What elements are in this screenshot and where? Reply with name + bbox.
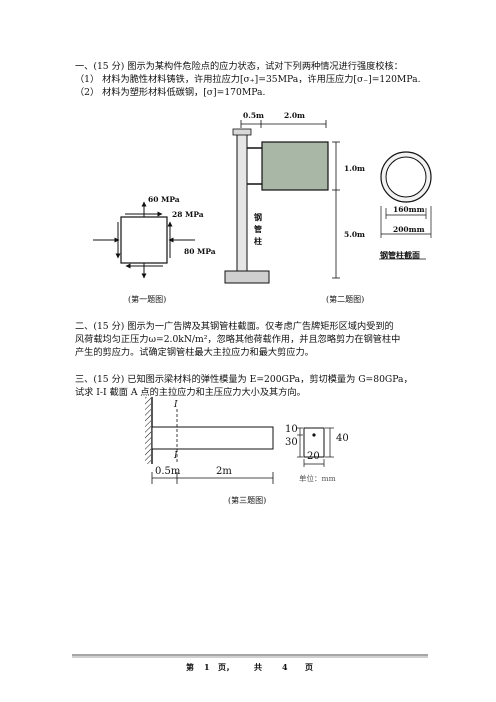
section-mark-bottom: I: [174, 451, 178, 461]
section-label: 钢管柱截面: [380, 250, 420, 260]
q2-line2: 风荷载均匀正压力ω=2.0kN/m²，忽略其他荷载作用，并且忽略剪力在钢管柱中: [75, 334, 401, 345]
fig3-caption: (第三题图): [228, 496, 267, 505]
stress-element-figure: [93, 201, 195, 279]
dim-05m: 0.5m: [243, 111, 264, 120]
q1-title: 一、(15 分) 图示为某构件危险点的应力状态，试对下列两种情况进行强度校核：: [75, 61, 403, 72]
steel-column: [236, 133, 248, 273]
section-dim-40: 40: [336, 433, 349, 444]
billboard-figure: [224, 120, 340, 284]
stress-28-label: 28 MPa: [172, 210, 204, 219]
stress-60-label: 60 MPa: [148, 195, 180, 204]
footer-ye: 页，: [218, 662, 234, 672]
footer-page-number: 1: [204, 662, 210, 672]
column-label-3: 柱: [254, 236, 262, 246]
section-dim-30: 30: [285, 437, 298, 448]
section-dim-20: 20: [307, 451, 320, 462]
dim-10m: 1.0m: [344, 164, 365, 173]
footer-ye2: 页: [305, 662, 313, 672]
q1-item1: （1） 材料为脆性材料铸铁，许用拉应力[σ₊]=35MPa，许用压应力[σ₋]=…: [75, 74, 421, 85]
q1-item2: （2） 材料为塑形材料低碳钢，[σ]=170MPa.: [75, 87, 266, 98]
q2-line1: 二、(15 分) 图示为一广告牌及其钢管柱截面。仅考虑广告牌矩形区域内受到的: [75, 321, 394, 332]
column-cap: [232, 128, 252, 136]
footer-gong: 共: [254, 662, 262, 672]
column-base: [224, 270, 270, 284]
billboard-sign: [261, 141, 329, 191]
q3-line2: 试求 I-I 截面 A 点的主拉应力和主压应力大小及其方向。: [75, 387, 306, 398]
column-label-2: 管: [254, 224, 262, 234]
column-label-1: 钢: [254, 212, 262, 222]
dim-20m: 2.0m: [284, 111, 305, 120]
q2-line3: 产生的剪应力。试确定钢管柱最大主拉应力和最大剪应力。: [75, 347, 314, 358]
cantilever-beam-figure: [145, 397, 334, 484]
outer-diameter-label: 200mm: [393, 225, 425, 234]
beam: [151, 426, 274, 450]
point-a: [312, 433, 316, 437]
pipe-section-figure: [379, 151, 432, 260]
footer-di: 第: [186, 662, 194, 672]
fig1-caption: (第一题图): [128, 295, 167, 304]
beam-section: [303, 427, 325, 458]
q3-line1: 三、(15 分) 已知图示梁材料的弹性模量为 E=200GPa，剪切模量为 G=…: [75, 374, 413, 385]
fixed-support: [145, 397, 151, 464]
beam-dim-05m: 0.5m: [155, 466, 181, 477]
beam-dim-2m: 2m: [216, 466, 232, 477]
section-dim-10: 10: [285, 424, 298, 435]
section-mark-top: I: [174, 400, 178, 410]
stress-element-square: [120, 216, 168, 264]
unit-label: 单位：mm: [299, 474, 336, 483]
dim-50m: 5.0m: [344, 230, 365, 239]
footer-total-pages: 4: [282, 662, 288, 672]
fig2-caption: (第二题图): [326, 295, 365, 304]
pipe-inner-circle: [385, 156, 427, 198]
inner-diameter-label: 160mm: [393, 205, 425, 214]
stress-80-label: 80 MPa: [184, 247, 216, 256]
